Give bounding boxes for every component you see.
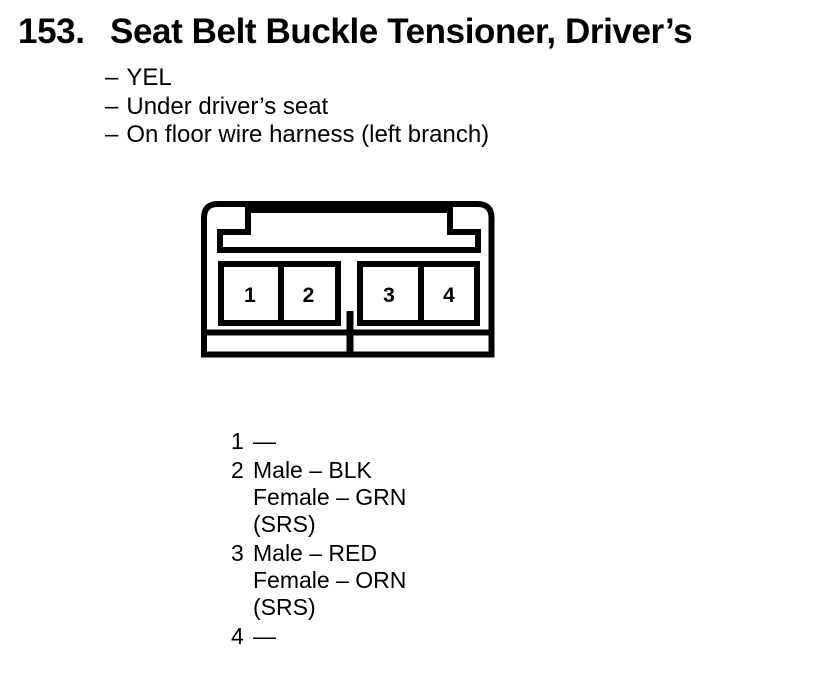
legend-line: Male – RED — [253, 540, 377, 566]
legend-line: (SRS) — [253, 594, 316, 620]
legend-row-pin-1: 1 — — [231, 428, 406, 455]
legend-pin-number: 4 — [231, 623, 244, 649]
dash-prefix: – — [105, 121, 119, 148]
legend-pin-number: 2 — [231, 457, 244, 483]
note-line: –YEL — [105, 64, 489, 93]
note-line: –Under driver’s seat — [105, 93, 489, 122]
note-text: Under driver’s seat — [126, 92, 329, 120]
pin-legend: 1 — 2 Male – BLK Female – GRN (SRS) 3 Ma… — [231, 428, 406, 650]
note-text: YEL — [126, 64, 172, 91]
connector-notes: –YEL –Under driver’s seat –On floor wire… — [105, 64, 489, 150]
pin-label-4: 4 — [443, 284, 455, 307]
legend-row-pin-4: 4 — — [231, 623, 406, 650]
legend-wire-info: Male – RED Female – ORN (SRS) — [253, 540, 406, 621]
legend-wire-info: — — [253, 428, 276, 455]
legend-line: — — [253, 623, 276, 649]
legend-pin-number: 1 — [231, 428, 244, 454]
connector-diagram: 1 2 3 4 — [201, 201, 495, 358]
legend-wire-info: — — [253, 623, 276, 650]
page-title: 153. Seat Belt Buckle Tensioner, Driver’s — [18, 12, 693, 52]
section-number: 153. — [18, 12, 85, 51]
page-title-text: Seat Belt Buckle Tensioner, Driver’s — [110, 12, 693, 51]
legend-row-pin-3: 3 Male – RED Female – ORN (SRS) — [231, 540, 406, 621]
pin-label-3: 3 — [383, 284, 395, 307]
pin-label-2: 2 — [303, 284, 315, 307]
legend-wire-info: Male – BLK Female – GRN (SRS) — [253, 457, 406, 538]
legend-line: (SRS) — [253, 511, 316, 537]
legend-line: — — [253, 428, 276, 454]
pin-label-1: 1 — [244, 284, 256, 307]
legend-pin-number: 3 — [231, 540, 244, 566]
dash-prefix: – — [105, 64, 119, 91]
dash-prefix: – — [105, 92, 119, 120]
note-line: –On floor wire harness (left branch) — [105, 121, 489, 150]
legend-row-pin-2: 2 Male – BLK Female – GRN (SRS) — [231, 457, 406, 538]
legend-line: Female – ORN — [253, 567, 407, 593]
connector-key-tab — [217, 207, 481, 253]
legend-line: Female – GRN — [253, 484, 407, 510]
note-text: On floor wire harness (left branch) — [126, 121, 490, 148]
legend-line: Male – BLK — [253, 457, 372, 483]
